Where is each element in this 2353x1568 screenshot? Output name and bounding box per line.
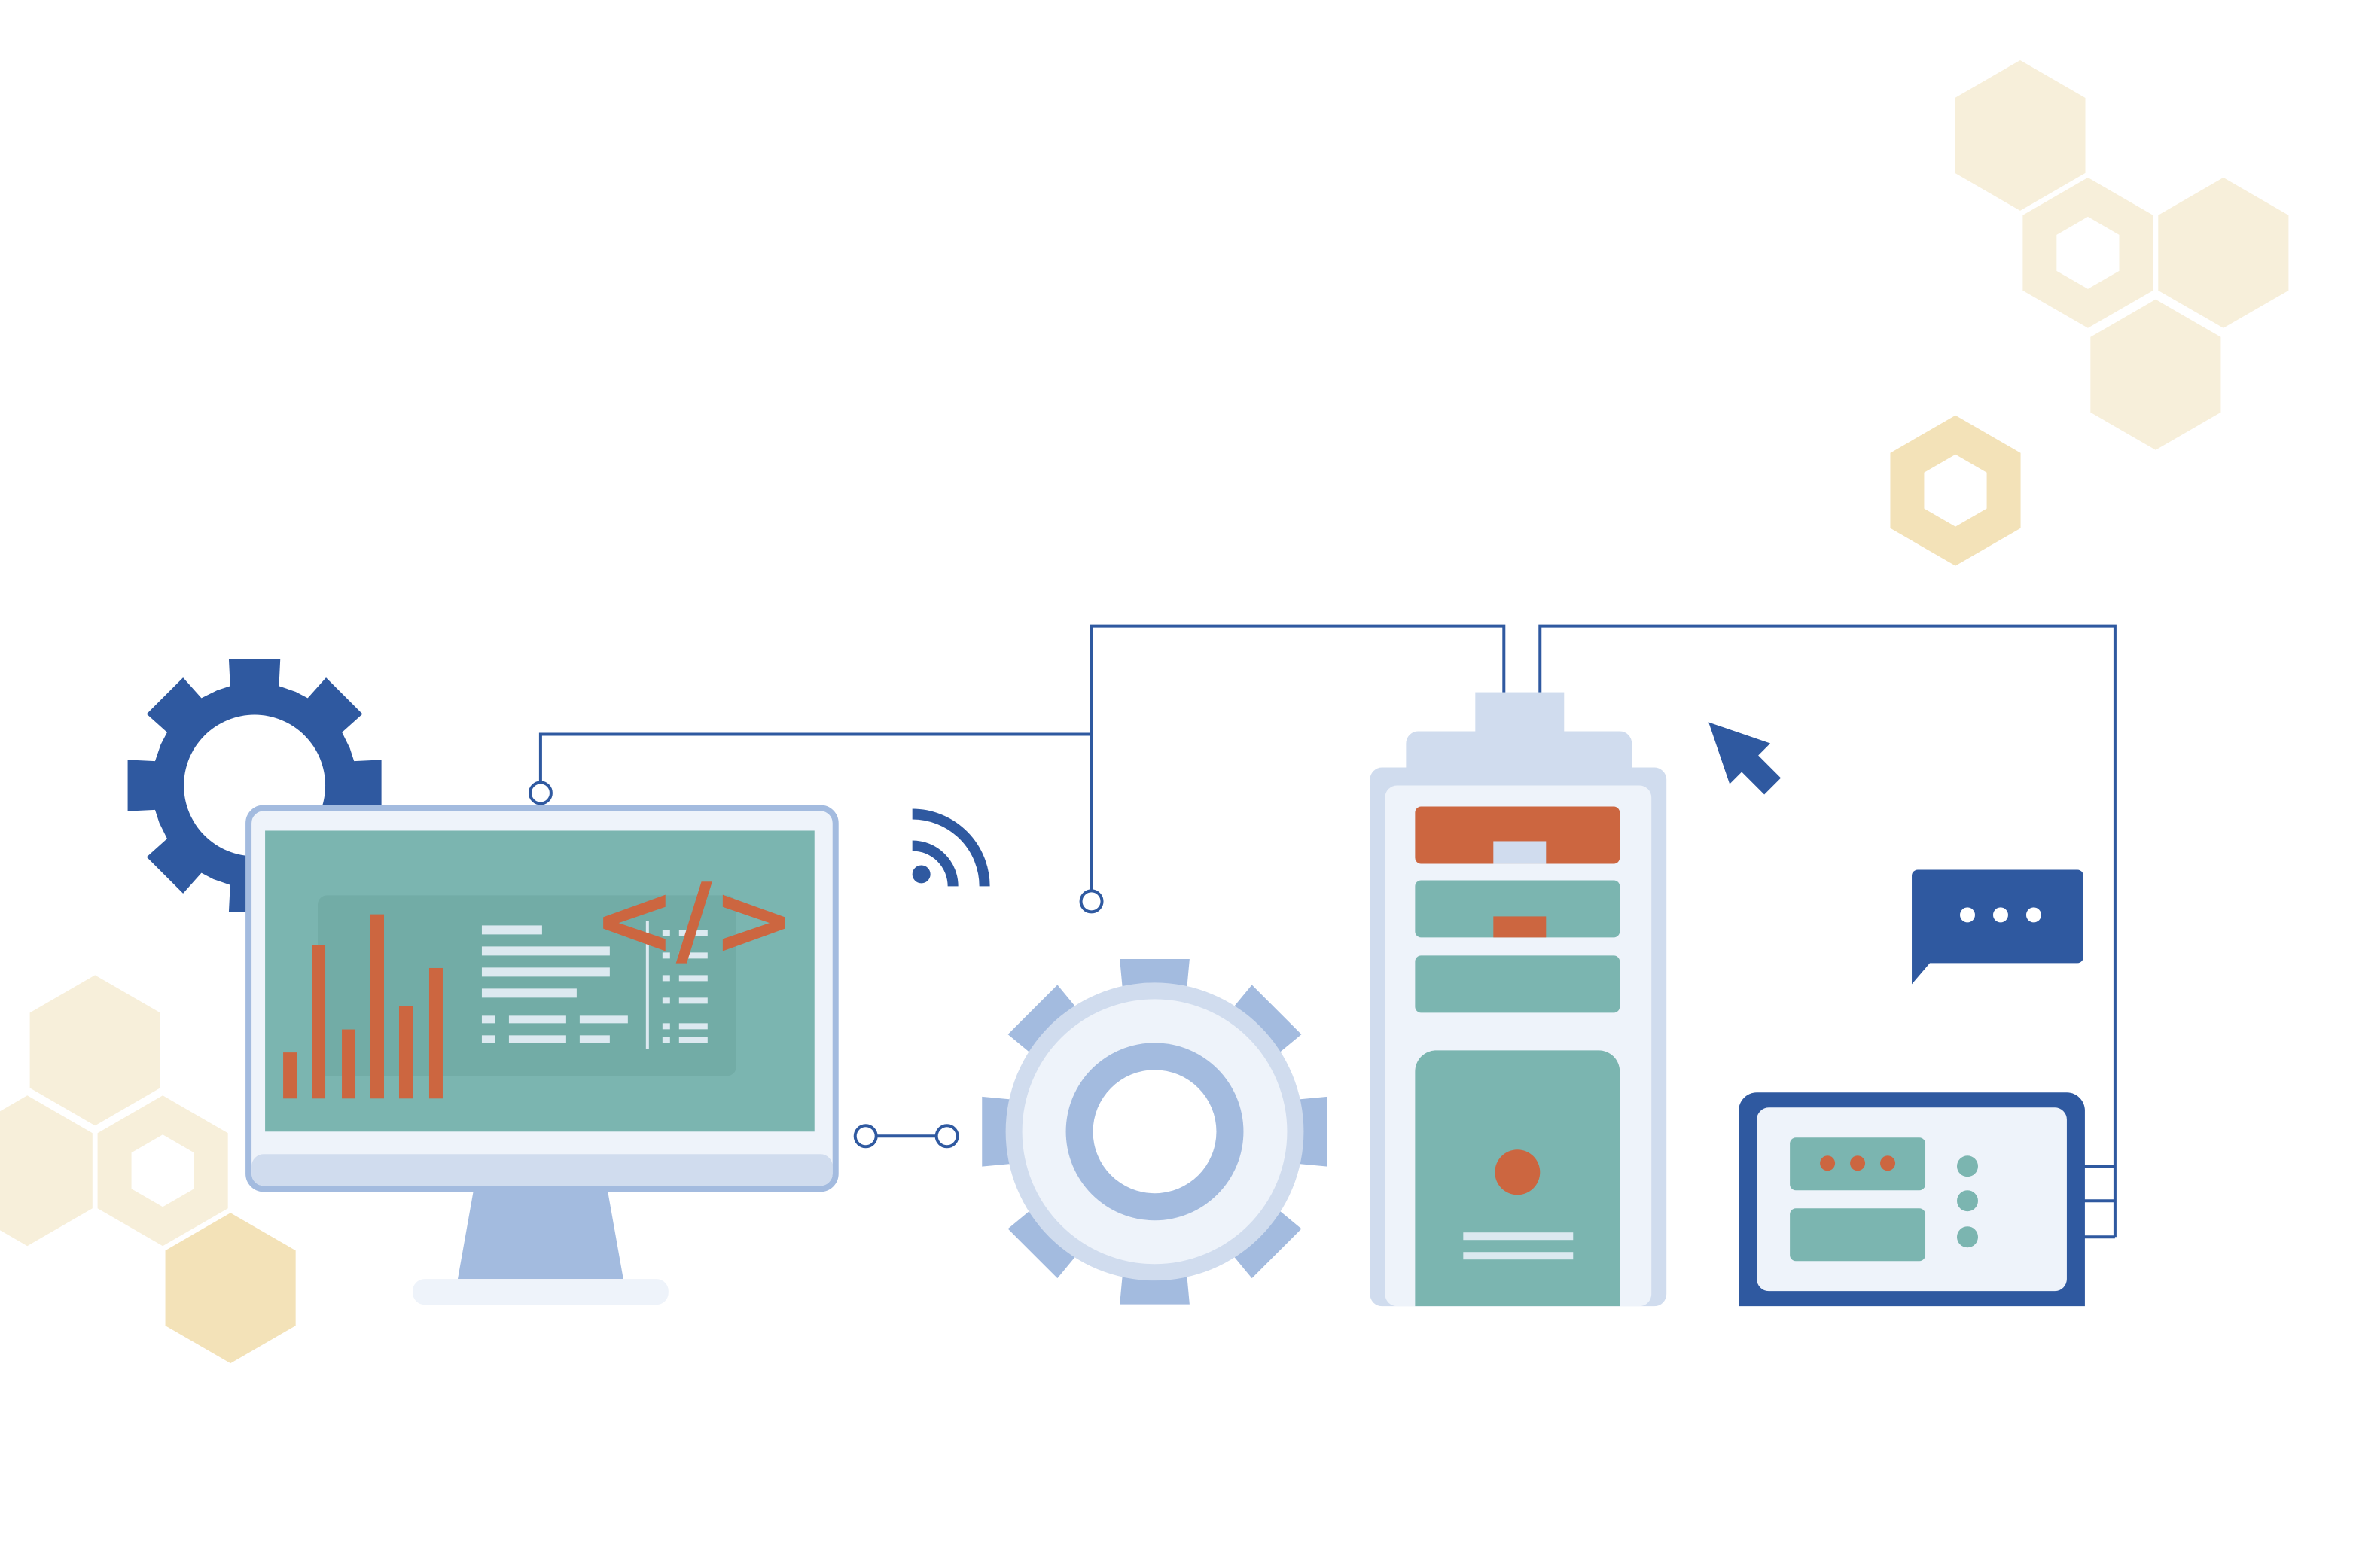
- gear-icon: [982, 958, 1327, 1305]
- hexagon: [165, 1213, 296, 1364]
- hexagon: [1955, 59, 2086, 211]
- server-icon: [1370, 692, 1667, 1307]
- hexagon-decoration: [0, 59, 2289, 1364]
- chart-bar: [370, 914, 385, 1099]
- wifi-icon: [912, 808, 990, 887]
- hexagon: [2090, 299, 2221, 450]
- hexagon: [0, 1095, 93, 1247]
- chat-bubble-icon: [1912, 869, 2083, 985]
- chart-bar: [398, 1006, 413, 1099]
- control-panel-icon: [1739, 1092, 2085, 1307]
- monitor-icon: </>: [245, 805, 839, 1305]
- bar-chart: [283, 914, 443, 1099]
- hexagon: [29, 975, 160, 1126]
- chart-bar: [428, 967, 443, 1099]
- chart-bar: [342, 1029, 356, 1099]
- cursor-icon: [1708, 722, 1782, 795]
- chart-bar: [283, 1052, 297, 1099]
- code-symbol: </>: [593, 863, 795, 978]
- chart-bar: [312, 945, 326, 1099]
- hexagon: [2158, 177, 2289, 328]
